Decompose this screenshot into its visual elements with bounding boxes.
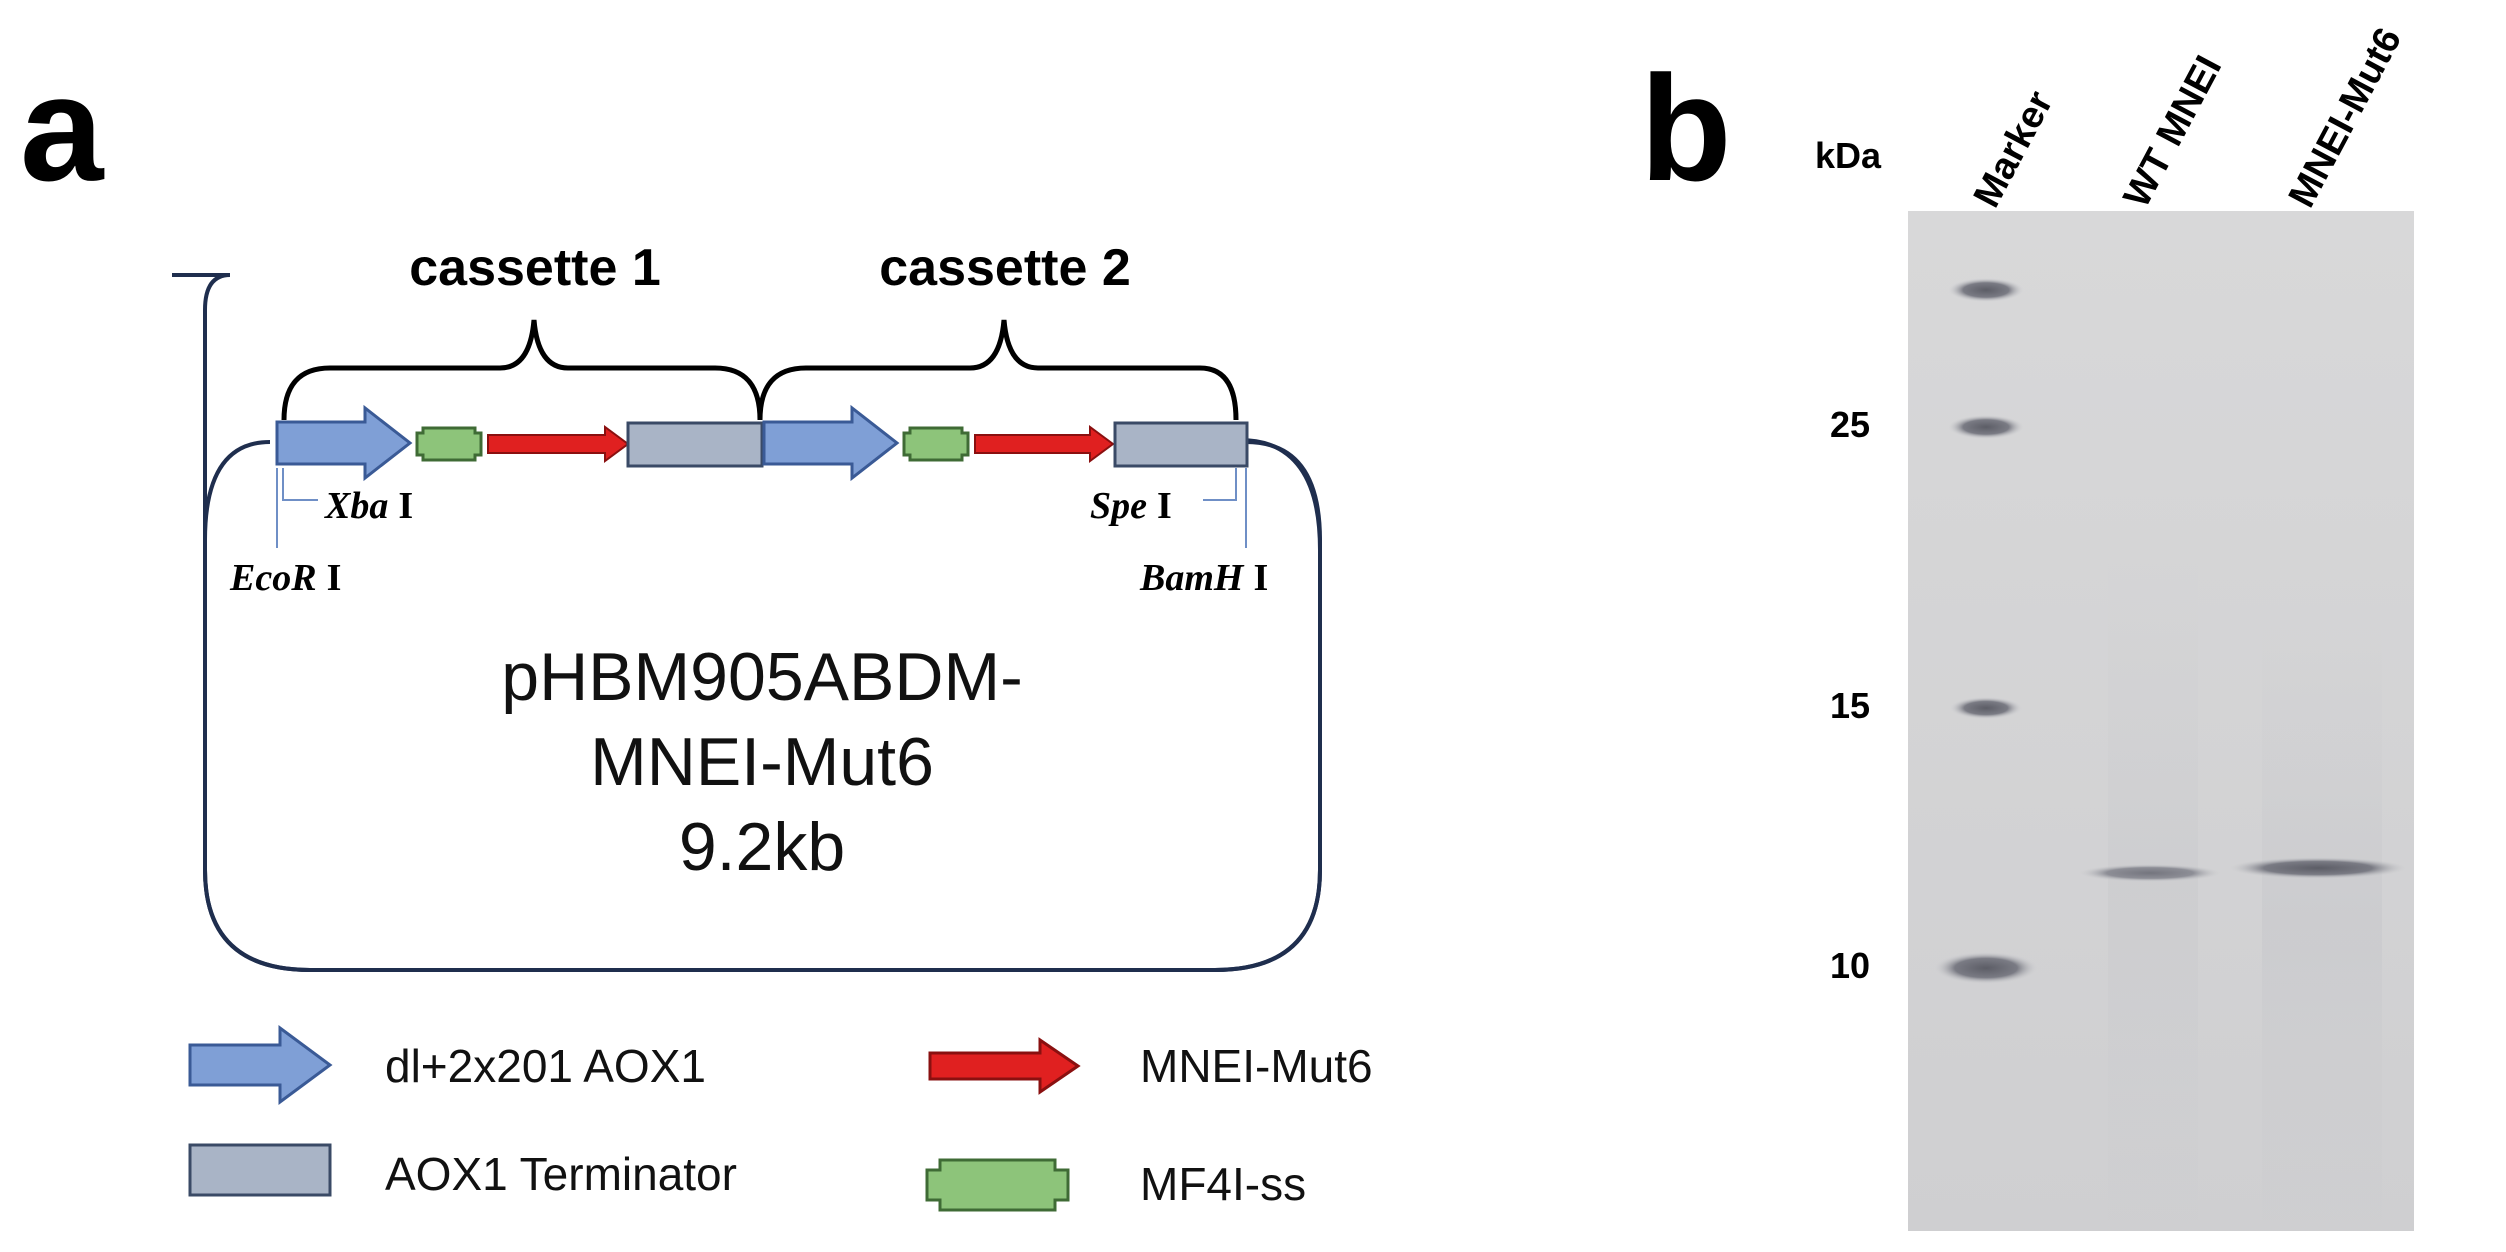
lane-label-wt-mnei: WT MNEI <box>2116 49 2230 214</box>
cassette-1-label: cassette 1 <box>409 239 661 297</box>
lane-smear <box>2262 620 2382 1220</box>
legend-label-terminator: AOX1 Terminator <box>385 1148 737 1200</box>
cassette-2-brace <box>757 319 1239 421</box>
marker-band <box>1950 697 2022 719</box>
legend-label-promoter: dl+2x201 AOX1 <box>385 1040 706 1092</box>
marker-band <box>1948 415 2024 439</box>
plasmid-backbone <box>203 440 1322 972</box>
plasmid-size: 9.2kb <box>679 809 845 885</box>
mw-label-10: 10 <box>1830 945 1870 986</box>
xba-site-leader <box>282 468 318 501</box>
promoter-arrow-icon <box>762 404 900 482</box>
terminator-box-icon <box>626 421 764 468</box>
marker-band <box>1934 952 2038 984</box>
panel-letter-a: a <box>20 44 105 212</box>
signal-sequence-icon <box>415 426 483 462</box>
panel-letter-b: b <box>1640 44 1732 212</box>
legend-promoter-arrow-icon <box>188 1025 333 1105</box>
legend-label-signal-sequence: MF4I-ss <box>1140 1158 1306 1210</box>
promoter-arrow-icon <box>275 404 413 482</box>
marker-band <box>1948 278 2024 302</box>
lane-smear <box>2108 560 2198 1220</box>
legend: dl+2x201 AOX1 MNEI-Mut6 AOX1 Terminator … <box>188 1025 1373 1212</box>
signal-sequence-icon <box>902 426 970 462</box>
panel-b: b kDa Marker WT MNEI MNEI-Mut6 25 15 10 <box>1640 21 2414 1231</box>
legend-terminator-box-icon <box>188 1143 332 1197</box>
mw-label-15: 15 <box>1830 685 1870 726</box>
cassette-1-brace <box>281 319 763 421</box>
mnei-mut6-band <box>2228 857 2408 879</box>
legend-signal-sequence-icon <box>925 1158 1070 1212</box>
lane-label-mnei-mut6: MNEI-Mut6 <box>2281 21 2410 214</box>
gene-arrow-icon <box>974 425 1115 463</box>
terminator-box-icon <box>1113 421 1249 468</box>
legend-label-gene: MNEI-Mut6 <box>1140 1040 1373 1092</box>
lane-label-marker: Marker <box>1966 84 2062 214</box>
spe-site-leader <box>1203 468 1237 501</box>
wt-mnei-band <box>2078 864 2222 882</box>
gene-arrow-icon <box>487 425 630 463</box>
plasmid-name-line-2: MNEI-Mut6 <box>590 724 934 800</box>
legend-gene-arrow-icon <box>928 1037 1081 1095</box>
plasmid-name-line-1: pHBM905ABDM- <box>501 639 1023 715</box>
cassette-2-label: cassette 2 <box>879 239 1131 297</box>
kda-unit-label: kDa <box>1815 135 1882 176</box>
mw-label-25: 25 <box>1830 404 1870 445</box>
